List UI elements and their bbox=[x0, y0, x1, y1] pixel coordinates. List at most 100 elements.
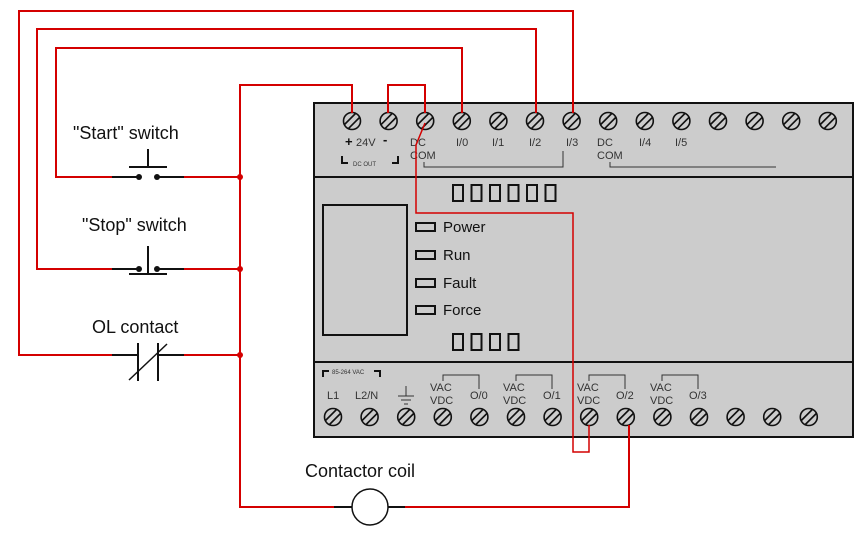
ol-contact-label: OL contact bbox=[92, 317, 178, 337]
bottom-terminal-screw[interactable] bbox=[726, 407, 745, 427]
dc-com-1-com: COM bbox=[410, 150, 436, 162]
dc-com-2-dc: DC bbox=[597, 137, 613, 149]
wire-stop-to-i2 bbox=[36, 28, 537, 270]
run-led bbox=[415, 250, 436, 260]
i3-label: I/3 bbox=[566, 137, 578, 149]
ground-icon bbox=[398, 386, 414, 405]
plc-unit bbox=[313, 102, 854, 438]
o2-label: O/2 bbox=[616, 390, 634, 402]
l1-label: L1 bbox=[327, 390, 339, 402]
top-terminal-screw[interactable] bbox=[745, 111, 764, 131]
dc-out-bracket-left bbox=[341, 156, 348, 164]
top-terminal-screw[interactable] bbox=[415, 111, 435, 131]
top-terminal-screw[interactable] bbox=[379, 111, 398, 131]
i1-label: I/1 bbox=[492, 137, 504, 149]
bottom-terminal-screw[interactable] bbox=[616, 407, 636, 427]
power-label: Power bbox=[443, 219, 486, 236]
top-terminal-screw[interactable] bbox=[452, 111, 472, 131]
i0-label: I/0 bbox=[456, 137, 468, 149]
top-terminal-screw[interactable] bbox=[708, 111, 728, 131]
top-terminal-labels: + 24V - DC OUT DC COM I/0 I/1 I/2 I/3 DC… bbox=[341, 132, 776, 168]
bottom-terminal-screw[interactable] bbox=[543, 407, 562, 427]
vac-3: VAC bbox=[650, 382, 672, 394]
bottom-terminal-labels: 85-264 VAC L1 L2/N VAC VDC O/0 VAC VDC O… bbox=[322, 370, 707, 407]
minus-label: - bbox=[383, 132, 387, 147]
contactor-coil-label: Contactor coil bbox=[305, 461, 415, 481]
vdc-0: VDC bbox=[430, 395, 453, 407]
bottom-terminal-screw[interactable] bbox=[579, 407, 599, 427]
fault-label: Fault bbox=[443, 275, 477, 292]
status-indicators: Power Run Fault Force bbox=[415, 219, 486, 319]
bottom-terminal-screw[interactable] bbox=[762, 407, 782, 427]
vac-1: VAC bbox=[503, 382, 525, 394]
output-led-row bbox=[452, 333, 520, 351]
junction-dot bbox=[237, 174, 243, 180]
fault-led bbox=[415, 278, 436, 288]
plc-display-window bbox=[322, 204, 408, 336]
vac-2: VAC bbox=[577, 382, 599, 394]
bottom-terminal-screw[interactable] bbox=[689, 407, 709, 427]
bottom-terminal-screw[interactable] bbox=[653, 407, 672, 427]
coil-icon bbox=[351, 488, 389, 526]
i2-label: I/2 bbox=[529, 137, 541, 149]
top-terminal-screw[interactable] bbox=[489, 111, 508, 131]
indicator-run: Run bbox=[415, 247, 471, 264]
bottom-terminal-strip bbox=[323, 407, 819, 427]
output-led bbox=[470, 333, 483, 351]
o0-label: O/0 bbox=[470, 390, 488, 402]
indicator-fault: Fault bbox=[415, 275, 477, 292]
wire-24v-bus bbox=[239, 84, 353, 508]
wiring bbox=[18, 10, 630, 508]
top-terminal-screw[interactable] bbox=[672, 111, 691, 131]
start-switch[interactable]: "Start" switch bbox=[73, 123, 184, 180]
output-led bbox=[489, 333, 501, 351]
input-led bbox=[507, 184, 520, 202]
top-terminal-screw[interactable] bbox=[781, 111, 801, 131]
supply-bracket-right bbox=[374, 370, 381, 377]
top-terminal-screw[interactable] bbox=[635, 111, 655, 131]
top-terminal-screw[interactable] bbox=[342, 111, 362, 131]
i4-label: I/4 bbox=[639, 137, 651, 149]
o3-bracket bbox=[661, 374, 699, 389]
o0-bracket bbox=[442, 374, 480, 389]
contactor-coil[interactable]: Contactor coil bbox=[305, 461, 415, 526]
bottom-terminal-screw[interactable] bbox=[506, 407, 526, 427]
bottom-terminal-screw[interactable] bbox=[360, 407, 379, 427]
power-led bbox=[415, 222, 436, 232]
indicator-power: Power bbox=[415, 219, 486, 236]
top-terminal-screw[interactable] bbox=[818, 111, 838, 131]
input-led bbox=[526, 184, 538, 202]
stop-switch[interactable]: "Stop" switch bbox=[82, 215, 187, 275]
o2-bracket bbox=[588, 374, 626, 389]
24v-label: 24V bbox=[356, 137, 376, 149]
input-led bbox=[544, 184, 557, 202]
junction-dot bbox=[237, 352, 243, 358]
wire-ol-to-i3 bbox=[18, 10, 574, 356]
bottom-terminal-screw[interactable] bbox=[433, 407, 453, 427]
indicator-force: Force bbox=[415, 302, 481, 319]
supply-bracket-left bbox=[322, 370, 329, 377]
ol-contact[interactable]: OL contact bbox=[92, 317, 184, 381]
junction-dot bbox=[237, 266, 243, 272]
start-switch-label: "Start" switch bbox=[73, 123, 179, 143]
bottom-terminal-screw[interactable] bbox=[799, 407, 819, 427]
input-led bbox=[470, 184, 483, 202]
top-terminal-screw[interactable] bbox=[598, 111, 618, 131]
top-terminal-screw[interactable] bbox=[562, 111, 581, 131]
output-led bbox=[507, 333, 520, 351]
wire-jumper-minus-dccom bbox=[387, 84, 426, 113]
l2n-label: L2/N bbox=[355, 390, 378, 402]
wire-start-to-i0 bbox=[55, 47, 463, 178]
bottom-terminal-screw[interactable] bbox=[396, 407, 416, 427]
i5-label: I/5 bbox=[675, 137, 687, 149]
supply-voltage-label: 85-264 VAC bbox=[332, 370, 365, 376]
dc-com-2-com: COM bbox=[597, 150, 623, 162]
output-led bbox=[452, 333, 464, 351]
bottom-terminal-screw[interactable] bbox=[470, 407, 489, 427]
plus-label: + bbox=[345, 134, 353, 149]
vac-0: VAC bbox=[430, 382, 452, 394]
top-terminal-screw[interactable] bbox=[525, 111, 545, 131]
bottom-terminal-screw[interactable] bbox=[323, 407, 343, 427]
vdc-1: VDC bbox=[503, 395, 526, 407]
input-led-row bbox=[452, 184, 557, 202]
